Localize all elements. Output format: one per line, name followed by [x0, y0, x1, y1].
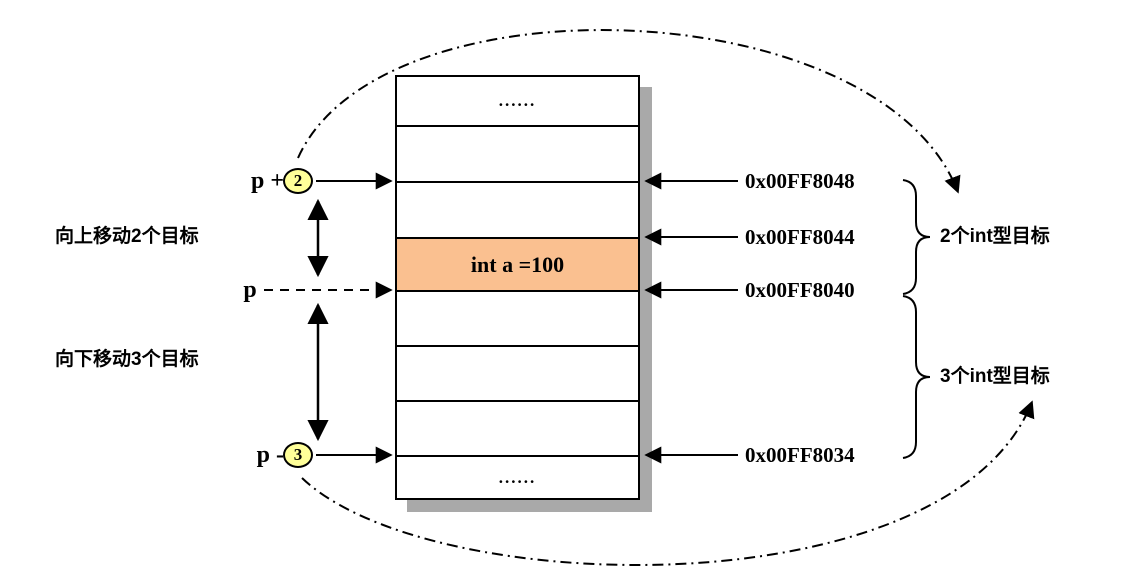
address-0x00FF8044: 0x00FF8044: [745, 225, 855, 249]
two-int-targets-label: 2个int型目标: [940, 226, 1050, 247]
memory-cell-int-a: int a =100: [397, 239, 638, 292]
brace-2-int-targets: [902, 179, 931, 295]
memory-cell: [397, 292, 638, 347]
memory-cell: [397, 347, 638, 402]
memory-cell: [397, 127, 638, 183]
three-int-targets-label: 3个int型目标: [940, 366, 1050, 387]
p-minus-label: p -: [256, 442, 284, 468]
memory-cell: [397, 183, 638, 239]
memory-table: ...... int a =100 ......: [395, 75, 640, 500]
address-0x00FF8034: 0x00FF8034: [745, 443, 855, 467]
memory-cell: [397, 402, 638, 457]
brace-3-int-targets: [902, 295, 931, 459]
p-label: p: [243, 277, 257, 303]
move-up-caption: 向上移动2个目标: [55, 226, 199, 247]
memory-cell-dots-top: ......: [397, 77, 638, 127]
address-0x00FF8040: 0x00FF8040: [745, 278, 855, 302]
p-plus-label: p +: [250, 168, 284, 194]
offset-2-badge: 2: [283, 168, 313, 194]
address-0x00FF8048: 0x00FF8048: [745, 169, 855, 193]
memory-cell-dots-bottom: ......: [498, 467, 537, 487]
offset-3-badge: 3: [283, 442, 313, 468]
move-down-caption: 向下移动3个目标: [55, 349, 199, 370]
